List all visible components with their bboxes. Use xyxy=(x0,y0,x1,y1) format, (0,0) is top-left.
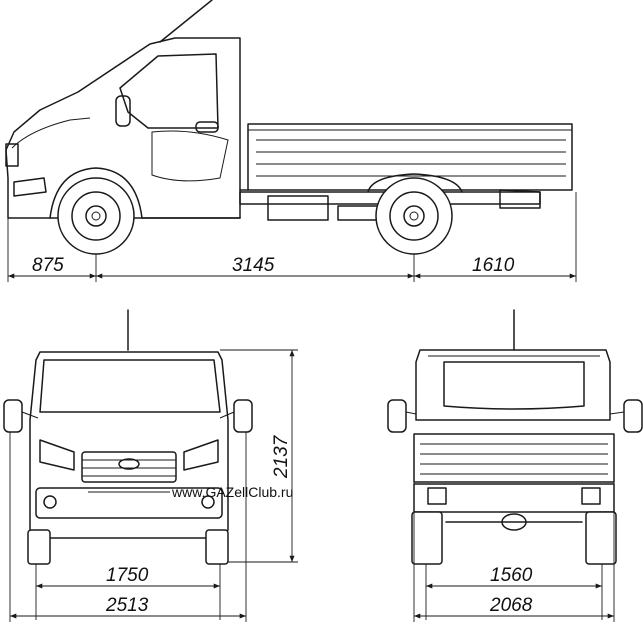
front-cab-outline xyxy=(29,351,229,539)
left-mirror xyxy=(3,399,23,433)
left-fog-lamp xyxy=(43,495,57,509)
tailgate xyxy=(413,433,615,483)
front-left-tire xyxy=(27,529,51,565)
headlamp xyxy=(13,177,47,197)
front-view: 1750 2513 2137 xyxy=(3,309,298,622)
front-wheel-arch xyxy=(49,167,143,219)
battery-box xyxy=(337,205,379,221)
cab-window xyxy=(119,53,219,129)
front-overhang-label: 875 xyxy=(32,255,64,276)
rear-cab-outline xyxy=(415,349,611,421)
right-fog-lamp xyxy=(201,495,215,509)
rear-track-label: 1560 xyxy=(490,565,533,586)
rear-frame-end xyxy=(499,189,541,209)
windshield xyxy=(39,359,221,413)
rear-left-tire xyxy=(411,511,443,565)
rear-wheel-arch xyxy=(367,173,463,193)
rear-right-mirror xyxy=(623,399,643,433)
front-track-label: 1750 xyxy=(106,565,149,586)
fuel-tank xyxy=(267,195,329,221)
antenna xyxy=(159,0,213,43)
watermark-text: www.GAZellClub.ru xyxy=(171,484,293,500)
front-right-tire xyxy=(205,529,229,565)
rear-cab-window xyxy=(443,361,585,410)
left-tail-lamp xyxy=(427,487,447,505)
grille xyxy=(5,143,19,167)
height-label: 2137 xyxy=(271,434,292,479)
door-handle xyxy=(195,121,219,133)
wheelbase-label: 3145 xyxy=(232,255,275,276)
door-panel xyxy=(151,130,229,182)
front-wheel xyxy=(57,177,135,255)
right-headlamp xyxy=(183,439,219,471)
side-view: 875 3145 1610 xyxy=(5,0,577,282)
rear-overhang-label: 1610 xyxy=(472,255,515,276)
front-width-label: 2513 xyxy=(105,595,149,616)
side-mirror xyxy=(115,95,131,127)
hood-line xyxy=(11,117,91,149)
rear-right-tire xyxy=(585,511,617,565)
left-headlamp xyxy=(39,439,75,471)
rear-wheel xyxy=(375,177,453,255)
rear-left-mirror xyxy=(387,399,407,433)
front-grille xyxy=(81,451,177,483)
rear-view: 1560 2068 xyxy=(387,309,643,622)
right-mirror xyxy=(233,399,253,433)
brand-logo xyxy=(118,458,140,470)
front-bumper xyxy=(35,487,223,519)
rear-width-label: 2068 xyxy=(489,595,533,616)
right-tail-lamp xyxy=(581,487,601,505)
